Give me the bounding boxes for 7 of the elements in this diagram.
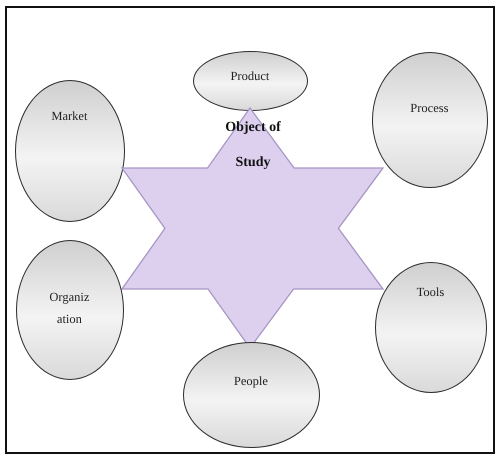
node-label: Organiz ation	[48, 289, 90, 328]
node-label: Market	[50, 108, 88, 125]
node-label: Product	[229, 68, 270, 85]
node-label: People	[232, 373, 269, 390]
node-label: Process	[409, 100, 450, 117]
star-label: Object of Study	[224, 119, 282, 172]
node-label: Tools	[416, 284, 446, 301]
